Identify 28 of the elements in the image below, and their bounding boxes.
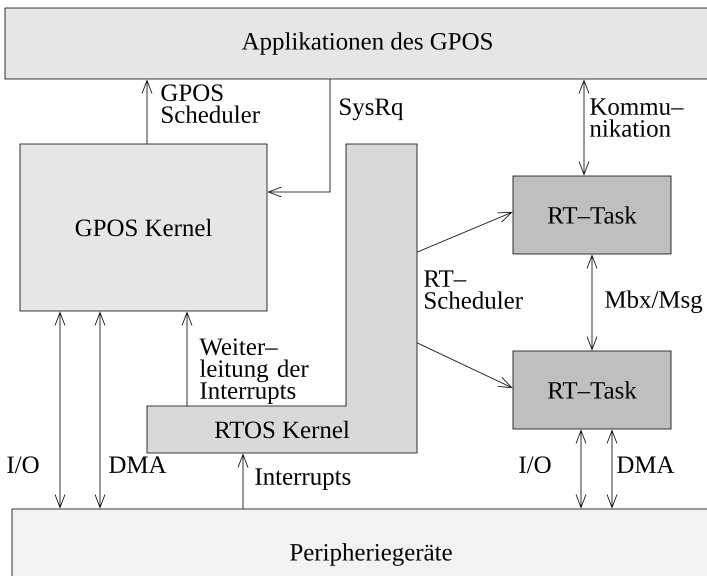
arrow [94,311,106,509]
edge-label: GPOS Scheduler [161,84,260,124]
edge-label: Kommu– nikation [590,98,684,137]
edge-label: Mbx/Msg [605,290,702,314]
edge-label: RT– Scheduler [424,270,523,309]
edge-label: I/O [7,456,39,474]
arrow [586,254,598,351]
task-box: RT–Task [512,350,672,430]
task-box: RT–Task [512,176,672,254]
arrow [417,342,513,388]
arrow [238,453,248,509]
arrow [417,212,513,252]
kernel-box: GPOS Kernel [20,144,268,312]
edge-label: DMA [109,456,166,473]
layer-box: Applikationen des GPOS [4,8,707,80]
arrow [142,79,152,144]
edge-label: I/O [519,456,551,474]
edge-label: SysRq [340,98,403,120]
edge-label: Weiter– leitung der Interrupts [199,338,308,404]
edge-label: DMA [617,456,674,473]
arrow [267,79,330,198]
layer-box: Peripheriegeräte [12,508,707,576]
edge-label: Interrupts [255,468,350,490]
arrow [182,311,192,406]
arrow [54,311,66,509]
arrow [576,429,586,509]
arrow [578,79,590,176]
arrow [606,429,618,509]
